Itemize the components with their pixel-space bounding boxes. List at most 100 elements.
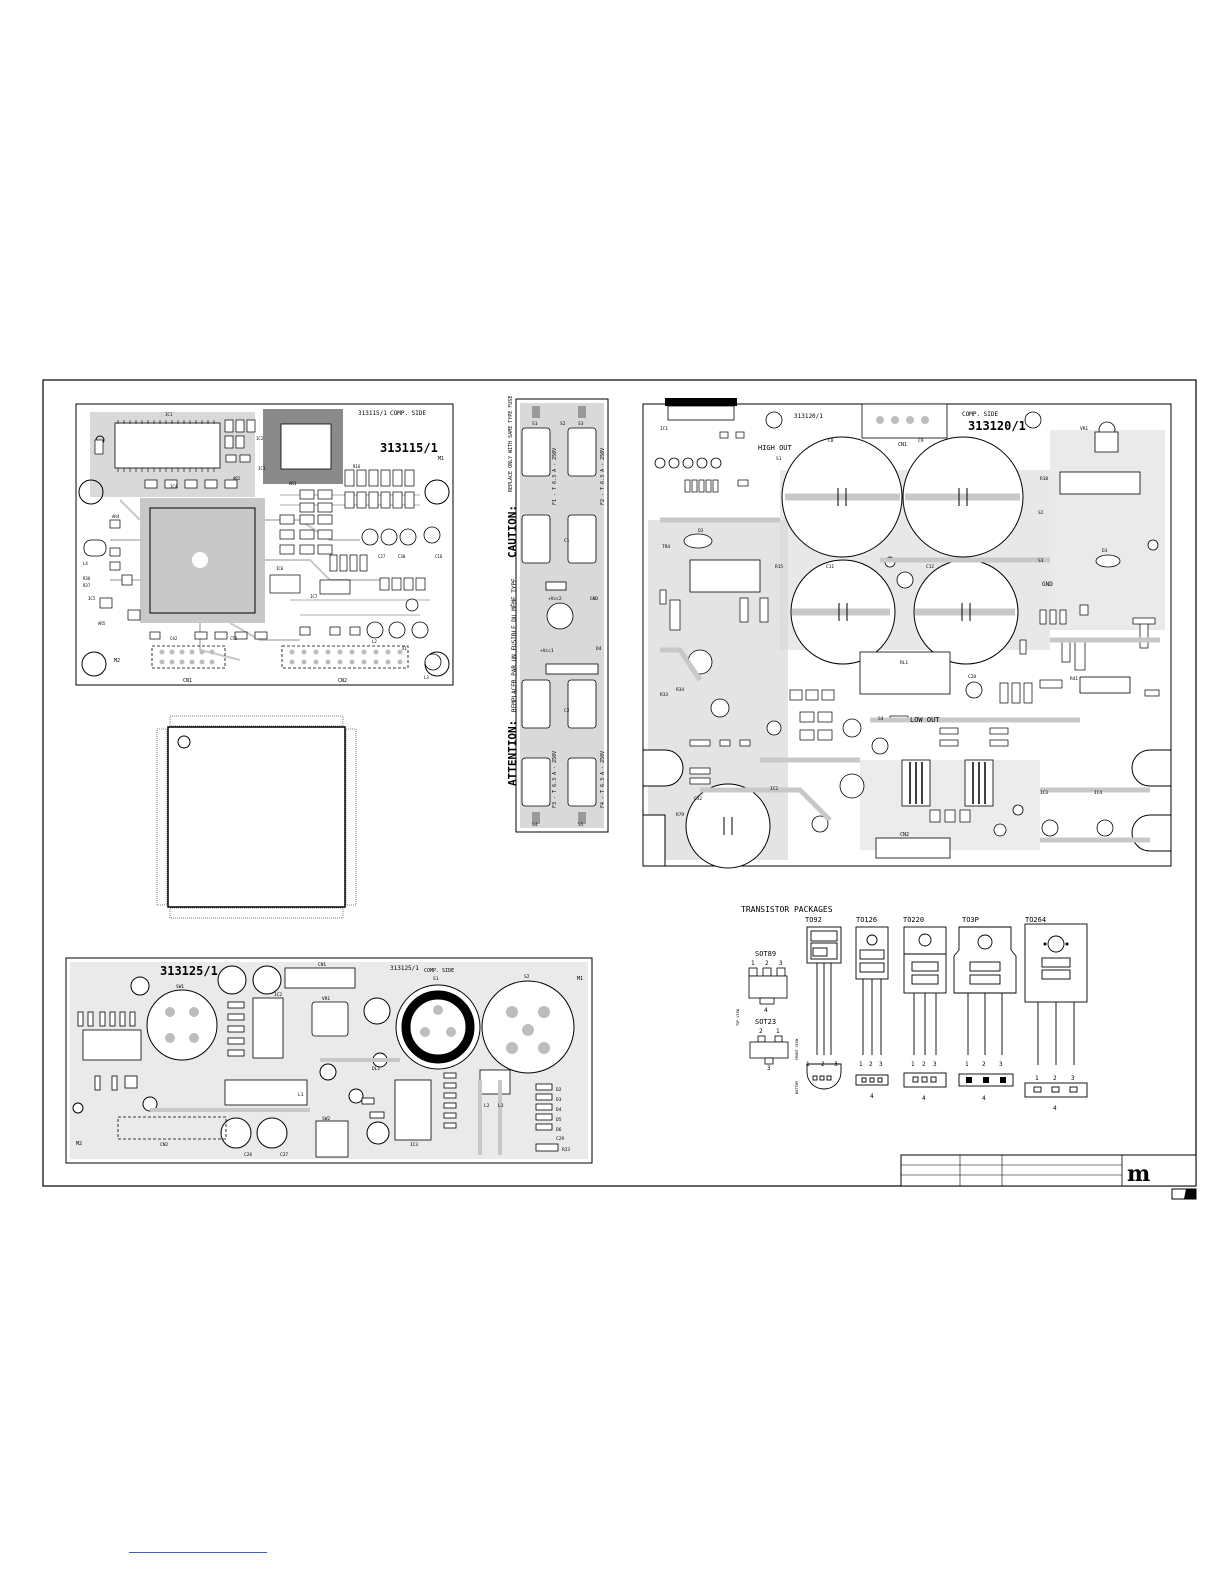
pin-label: 1 xyxy=(911,1061,915,1068)
ref-label: AR5 xyxy=(98,621,106,626)
pcb-313115-outline xyxy=(75,403,454,686)
fuse-ref: S5 xyxy=(578,822,584,828)
pcb-313120-high-out: HIGH OUT xyxy=(758,444,793,452)
fuse-f4-label: F4 - T 6.3 A - 250V xyxy=(600,751,606,808)
ref-label: R16 xyxy=(353,464,361,469)
ref-label: DL1 xyxy=(372,1066,380,1072)
fuse-f2-label: F2 - T 6.3 A - 250V xyxy=(600,448,606,505)
ref-label: SW2 xyxy=(322,1116,330,1122)
pin-label: 4 xyxy=(870,1093,874,1100)
ref-label: C11 xyxy=(826,564,834,570)
fuse-ref: GND xyxy=(590,596,598,602)
pcb-313115: 313115/1 313115/1 COMP. SIDE M1 M2 CN1 C… xyxy=(75,403,454,686)
pcb-313120-side: COMP. SIDE xyxy=(962,411,999,418)
pin-label: 3 xyxy=(1071,1075,1075,1082)
ref-label: IC3 xyxy=(258,466,266,471)
pin-label: 1 xyxy=(1035,1075,1039,1082)
package-sot89-label: SOT89 xyxy=(755,950,776,958)
package-to126-label: TO126 xyxy=(856,916,877,924)
ref-label: R37 xyxy=(83,583,91,588)
fuse-ref: S4 xyxy=(532,822,538,828)
ref-label: C30 xyxy=(398,554,406,559)
package-to3p-label: TO3P xyxy=(962,916,979,924)
ref-label: S1 xyxy=(433,976,439,982)
title-block-logo: m xyxy=(1127,1161,1150,1187)
ref-label: D5 xyxy=(556,1117,562,1123)
ref-label: R15 xyxy=(775,564,783,570)
pin-label: 3 xyxy=(933,1061,937,1068)
ref-label: IC1 xyxy=(660,426,668,432)
ref-label: C26 xyxy=(244,1152,252,1158)
pin-label: 3 xyxy=(879,1061,883,1068)
ref-label: R23 xyxy=(562,1147,570,1153)
pcb-313115-side: COMP. SIDE xyxy=(390,410,427,417)
fuse-attention-text: REMPLACER PAR UN FUSIBLE DU MÊME TYPE xyxy=(510,578,518,712)
pcb-313125-corner-mark: M1 xyxy=(577,976,583,982)
ref-label: R33 xyxy=(660,692,668,698)
front-view-label: FRONT VIEW xyxy=(795,1038,799,1060)
ref-label: R79 xyxy=(676,812,684,818)
fuse-caution: CAUTION: xyxy=(506,505,519,558)
fuse-ref: S3 xyxy=(578,421,584,427)
ref-label: TR4 xyxy=(662,544,670,550)
pin-label: 2 xyxy=(1053,1075,1057,1082)
ref-label: C16 xyxy=(435,554,443,559)
ref-label: C8 xyxy=(828,438,834,444)
pcb-313115-cn1-label: CN1 xyxy=(183,678,192,684)
ref-label: X1 xyxy=(402,646,407,651)
fuse-f3-label: F3 - T 6.3 A - 250V xyxy=(552,751,558,808)
ref-label: C9 xyxy=(918,438,924,444)
ref-label: AR4 xyxy=(112,514,120,519)
ref-label: D6 xyxy=(556,1127,562,1133)
pcb-313115-board-id-small: 313115/1 xyxy=(358,410,387,417)
pin-label: 2 xyxy=(922,1061,926,1068)
pcb-313125-board-id: 313125/1 xyxy=(160,964,218,978)
pcb-313115-ic1 xyxy=(114,422,221,469)
ref-label: IC3 xyxy=(410,1142,418,1148)
ref-label: D3 xyxy=(1102,548,1108,554)
pin-label: 1 xyxy=(806,1061,810,1068)
package-to264-label: TO264 xyxy=(1025,916,1046,924)
fuse-ref: C1 xyxy=(564,538,570,544)
pcb-313125-corner-mark-2: M2 xyxy=(76,1141,82,1147)
ref-label: S4 xyxy=(878,716,884,722)
package-to220-label: TO220 xyxy=(903,916,924,924)
ref-label: CN1 xyxy=(318,962,326,968)
ref-label: IC4 xyxy=(1094,790,1102,796)
pcb-313115-corner-mark-2: M2 xyxy=(114,658,120,664)
pcb-313120-board-id: 313120/1 xyxy=(968,419,1026,433)
pcb-313120-cn1: CN1 xyxy=(898,442,907,448)
pcb-313125-sw1 xyxy=(146,989,218,1061)
pin-label: 3 xyxy=(767,1065,771,1072)
ref-label: SW1 xyxy=(176,984,184,990)
ref-label: C29 xyxy=(556,1136,564,1142)
ref-label: IC6 xyxy=(276,566,284,571)
pcb-313125-side: COMP. SIDE xyxy=(424,968,454,974)
pin-label: 1 xyxy=(859,1061,863,1068)
ref-label: S3 xyxy=(1038,558,1044,564)
fuse-f1-label: F1 - T 6.3 A - 250V xyxy=(552,448,558,505)
pcb-313115-cn2 xyxy=(281,645,409,669)
pin-label: 2 xyxy=(759,1028,763,1035)
ref-label: L3 xyxy=(498,1103,504,1109)
ref-label: L2 xyxy=(372,639,377,644)
ref-label: IC1 xyxy=(165,412,173,417)
ref-label: RL1 xyxy=(900,660,908,666)
pin-label: 4 xyxy=(764,1007,768,1014)
ref-label: AR2 xyxy=(233,476,241,481)
ref-label: S2 xyxy=(524,974,530,980)
ref-label: C27 xyxy=(378,554,386,559)
ref-label: C27 xyxy=(280,1152,288,1158)
fuse-caution-text: REPLACE ONLY WITH SAME TYPE FUSE xyxy=(508,396,514,492)
ref-label: IC2 xyxy=(256,436,264,441)
ref-label: VR1 xyxy=(1080,426,1088,432)
pin-label: 1 xyxy=(965,1061,969,1068)
pcb-313120-low-out: LOW OUT xyxy=(910,716,940,724)
title-block: m xyxy=(900,1154,1197,1200)
pin-label: 2 xyxy=(982,1061,986,1068)
ref-label: R10 xyxy=(1040,476,1048,482)
ref-label: S1 xyxy=(776,456,782,462)
pcb-313115-cn2-label: CN2 xyxy=(338,678,347,684)
ref-label: C12 xyxy=(926,564,934,570)
